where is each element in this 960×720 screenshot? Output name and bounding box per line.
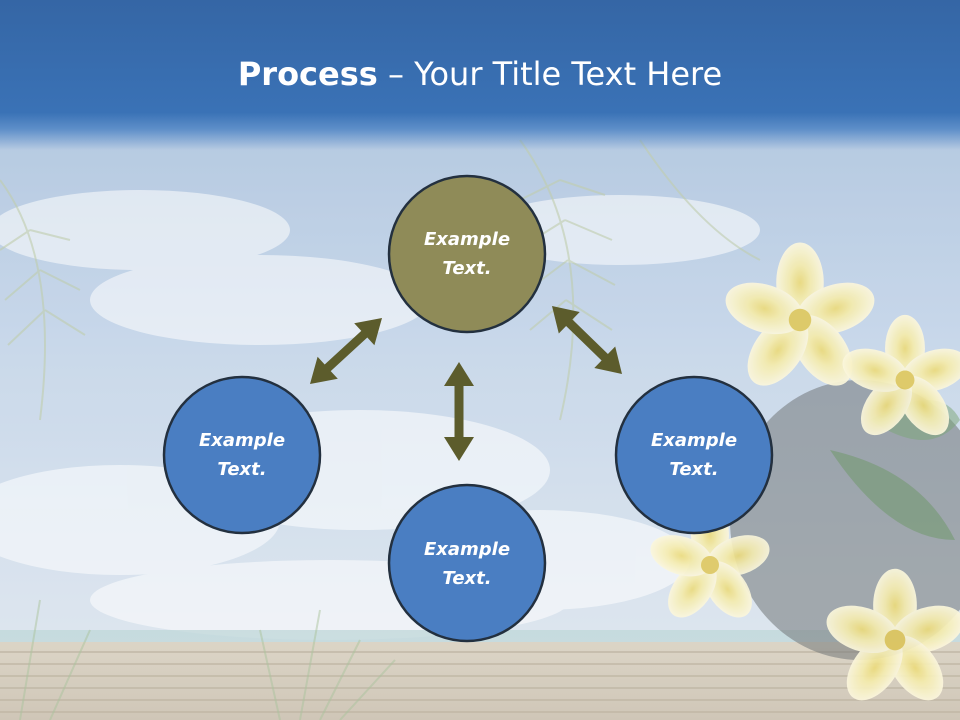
node-left-line2: Text. [217,459,267,480]
node-top-label: Example Text. [397,225,537,283]
node-left-label: Example Text. [172,426,312,484]
title-band [0,0,960,150]
node-top-line1: Example [423,229,511,250]
connectors [310,306,622,461]
title-rest: – Your Title Text Here [377,55,723,93]
node-top-line2: Text. [442,258,492,279]
node-bottom-circle [387,483,547,643]
title-strong: Process [237,55,378,93]
node-bottom-line1: Example [423,539,511,560]
node-top-circle [387,174,547,334]
node-right-circle [614,375,774,535]
node-right-line2: Text. [669,459,719,480]
node-left-circle [162,375,322,535]
arrow-top-left [310,318,382,384]
slide-title: Process – Your Title Text Here [0,52,960,96]
arrow-top-right [552,306,622,374]
node-right-label: Example Text. [624,426,764,484]
node-bottom-line2: Text. [442,568,492,589]
node-left-line1: Example [198,430,286,451]
node-right-line1: Example [650,430,738,451]
node-bottom-label: Example Text. [397,535,537,593]
arrow-vertical [444,362,474,461]
nodes [162,174,774,643]
